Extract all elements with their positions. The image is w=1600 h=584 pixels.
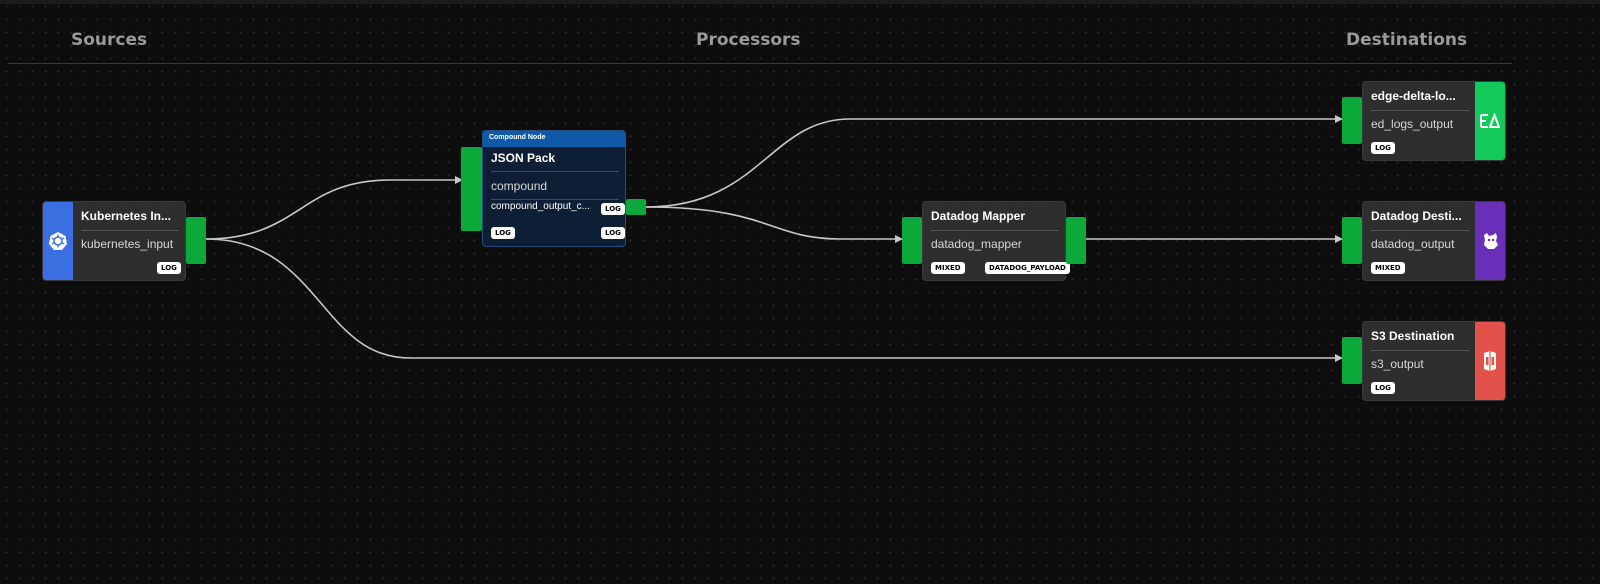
node-divider [81,230,179,231]
input-port-jsonpack[interactable] [461,147,482,231]
edge-k8s-to-jsonpack[interactable] [205,176,463,240]
node-subtitle: s3_output [1371,357,1424,371]
output-port-jsonpack[interactable] [626,199,646,215]
node-s3-destination[interactable]: S3 Destination s3_output LOG [1362,321,1506,401]
badge-log: LOG [1371,382,1395,394]
node-kubernetes-input[interactable]: Kubernetes In... kubernetes_input LOG [42,201,186,281]
node-divider [1371,110,1469,111]
top-strip [0,0,1600,4]
input-port-datadog-mapper[interactable] [902,217,922,264]
output-port-kubernetes[interactable] [186,217,206,264]
column-header-sources: Sources [71,30,148,50]
datadog-icon [1475,202,1505,280]
input-port-edge-delta[interactable] [1342,97,1362,144]
node-datadog-destination[interactable]: Datadog Desti... datadog_output MIXED [1362,201,1506,281]
node-divider [931,230,1059,231]
node-subtitle: datadog_output [1371,237,1455,251]
column-header-processors: Processors [696,30,801,50]
header-divider [8,63,1512,64]
compound-node-label: Compound Node [489,134,546,141]
node-divider [1371,230,1469,231]
badge-mixed: MIXED [1371,262,1405,274]
badge-datadog-payload: DATADOG_PAYLOAD [985,262,1070,274]
badge-input-log: LOG [491,227,515,239]
edge-jsonpack-to-mapper[interactable] [645,206,903,243]
node-subtitle: datadog_mapper [931,237,1022,251]
node-title: JSON Pack [491,151,556,165]
kubernetes-icon [43,202,73,280]
input-port-s3[interactable] [1342,337,1362,384]
compound-output-name: compound_output_c... [491,201,590,212]
compound-node-header [483,131,625,147]
node-edge-delta-logs[interactable]: edge-delta-lo... ed_logs_output LOG [1362,81,1506,161]
badge-mixed: MIXED [931,262,965,274]
edge-k8s-to-s3[interactable] [205,238,1343,362]
node-title: Datadog Mapper [931,209,1026,223]
s3-icon [1475,322,1505,400]
edge-jsonpack-to-edgedelta[interactable] [645,115,1343,208]
node-divider [1371,350,1469,351]
node-subtitle: kubernetes_input [81,237,174,251]
input-port-datadog-dest[interactable] [1342,217,1362,264]
node-title: Datadog Desti... [1371,209,1462,223]
node-subtitle: compound [491,179,548,193]
node-divider-2 [491,199,619,200]
node-title: S3 Destination [1371,329,1455,343]
badge-output-log: LOG [601,203,625,215]
node-json-pack[interactable]: Compound Node JSON Pack compound compoun… [482,130,626,247]
node-subtitle: ed_logs_output [1371,117,1454,131]
node-title: edge-delta-lo... [1371,89,1456,103]
badge-log: LOG [1371,142,1395,154]
badge-log: LOG [157,262,181,274]
node-divider [491,171,619,172]
output-port-datadog-mapper[interactable] [1066,217,1086,264]
column-header-destinations: Destinations [1346,30,1468,50]
node-datadog-mapper[interactable]: Datadog Mapper datadog_mapper MIXED DATA… [922,201,1070,281]
edge-delta-icon [1475,82,1505,160]
node-title: Kubernetes In... [81,209,172,223]
badge-log: LOG [601,227,625,239]
